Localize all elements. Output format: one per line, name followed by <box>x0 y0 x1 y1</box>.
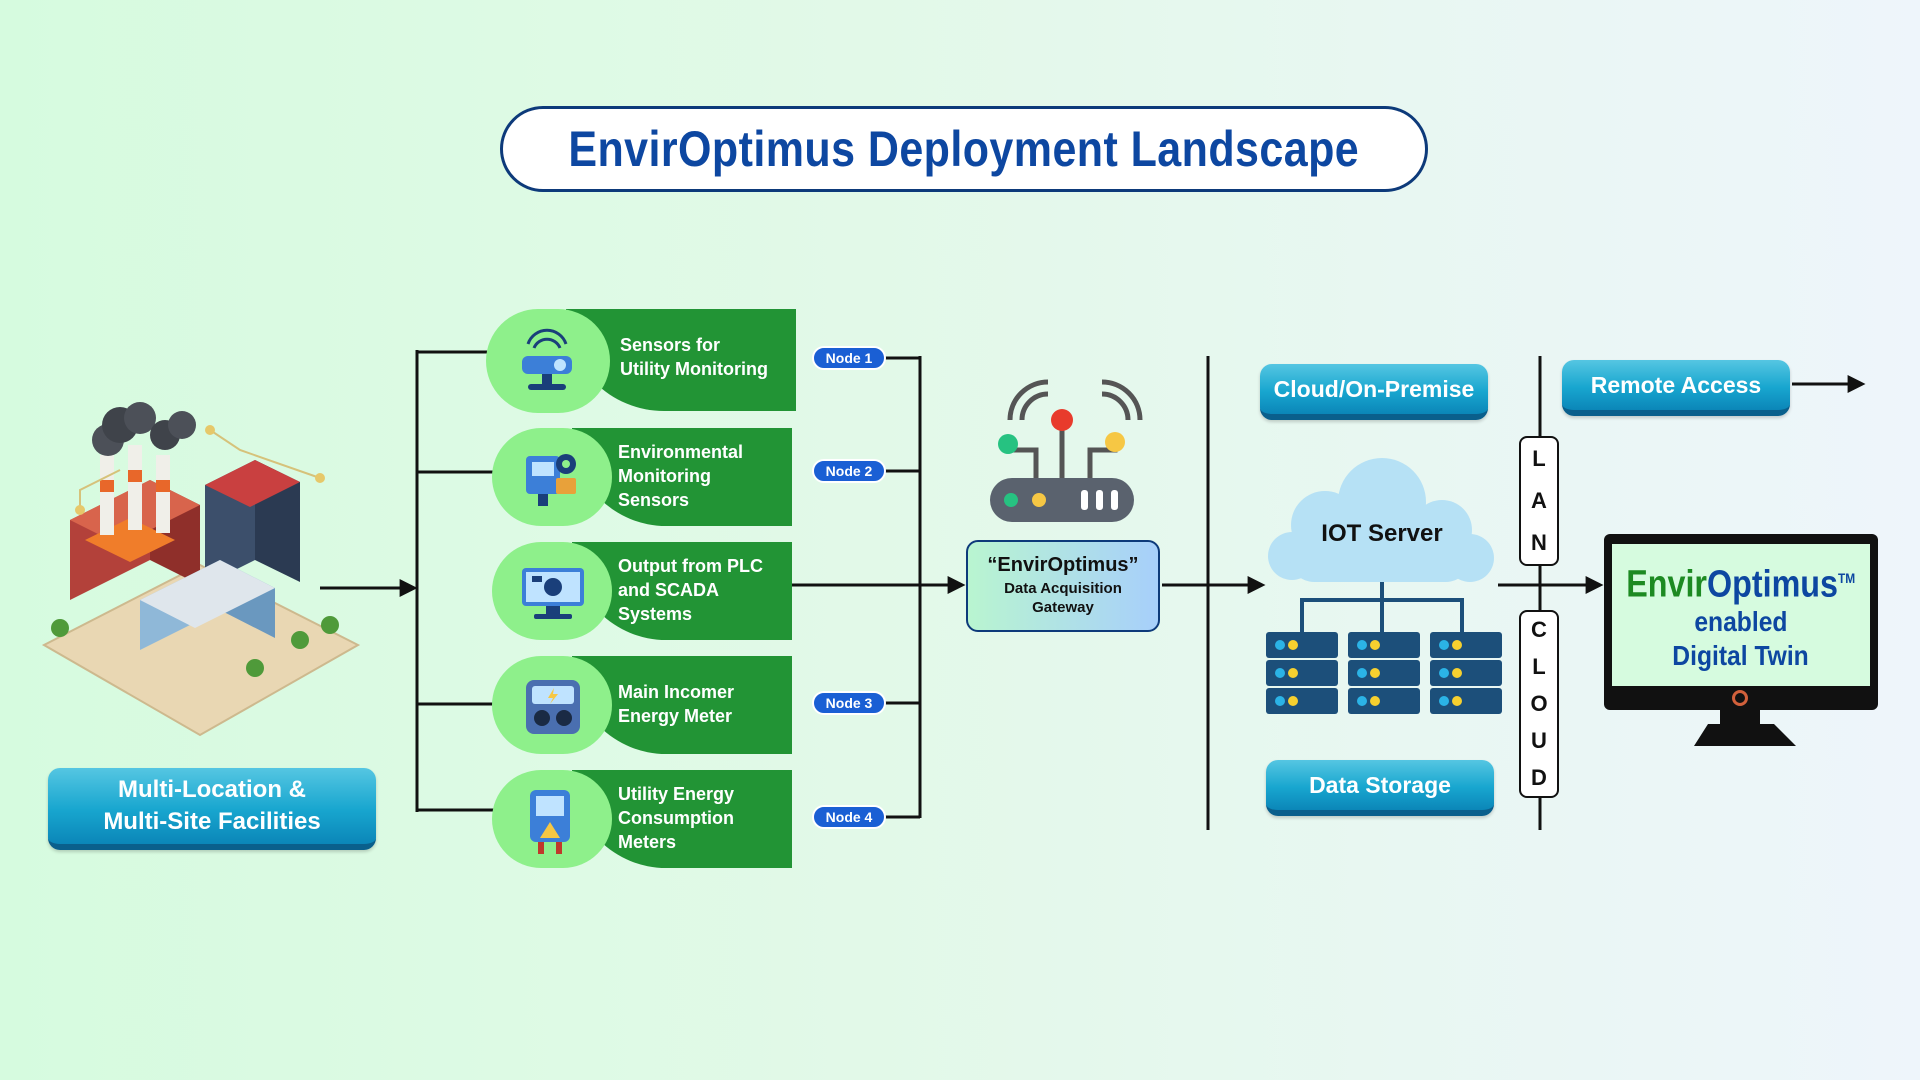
node-badge-4: Node 4 <box>812 805 886 829</box>
utility-meter-icon <box>530 790 570 854</box>
monitor-stand <box>1694 708 1796 746</box>
remote-access-label: Remote Access <box>1562 360 1790 416</box>
digital-twin-monitor: EnvirOptimusTM enabled Digital Twin <box>1604 534 1878 710</box>
digital-twin-line1: enabled <box>1694 606 1788 638</box>
facility-label: Multi-Location & Multi-Site Facilities <box>48 768 376 850</box>
network-letter: L <box>1532 446 1546 471</box>
gateway-box: “EnvirOptimus” Data Acquisition Gateway <box>966 540 1160 632</box>
input-plc-scada: Output from PLC and SCADA Systems <box>492 542 812 642</box>
network-letter: C <box>1531 617 1547 643</box>
input-label: Output from PLC and SCADA Systems <box>618 556 763 624</box>
router-icon <box>990 379 1143 522</box>
network-letter: U <box>1531 727 1547 753</box>
facility-label-line2: Multi-Site Facilities <box>103 808 321 835</box>
plc-scada-icon <box>522 568 584 619</box>
iot-server-label: IOT Server <box>1321 520 1443 547</box>
gateway-line1: Data Acquisition <box>1004 580 1122 597</box>
environment-sensor-icon <box>526 454 576 506</box>
trademark: TM <box>1838 569 1856 586</box>
node-badge-1: Node 1 <box>812 346 886 370</box>
network-letter: A <box>1531 488 1547 513</box>
energy-meter-icon <box>526 680 580 734</box>
digital-twin-line2: Digital Twin <box>1672 640 1810 672</box>
cloud-icon <box>1268 458 1494 582</box>
network-letter: N <box>1531 530 1547 555</box>
monitor-screen: EnvirOptimusTM enabled Digital Twin <box>1612 544 1870 686</box>
input-sensors-utility: Sensors for Utility Monitoring <box>486 309 816 413</box>
data-storage-label: Data Storage <box>1266 760 1494 816</box>
server-rack-icon <box>1266 632 1502 714</box>
title-box: EnvirOptimus Deployment Landscape <box>500 106 1428 192</box>
input-label: Sensors for Utility Monitoring <box>620 335 768 379</box>
network-letter: L <box>1532 654 1546 680</box>
brand-part2: Optimus <box>1707 563 1839 606</box>
sensor-camera-icon <box>522 328 572 390</box>
cloud-on-premise-label: Cloud/On-Premise <box>1260 364 1488 420</box>
server-connectors <box>1300 582 1464 632</box>
network-letter: D <box>1531 764 1547 790</box>
node-badge-2: Node 2 <box>812 459 886 483</box>
monitor-power-icon <box>1732 690 1748 706</box>
page-title: EnvirOptimus Deployment Landscape <box>568 121 1360 177</box>
gateway-name: “EnvirOptimus” <box>987 554 1139 576</box>
network-letter: O <box>1530 690 1548 716</box>
facility-label-line1: Multi-Location & <box>118 776 306 803</box>
input-label: Environmental Monitoring Sensors <box>618 442 744 510</box>
node-badge-3: Node 3 <box>812 691 886 715</box>
input-label: Main Incomer Energy Meter <box>618 682 735 726</box>
factory-illustration-icon <box>41 402 361 737</box>
digital-twin-brand: EnvirOptimusTM <box>1626 557 1856 606</box>
gateway-line2: Gateway <box>1032 599 1094 616</box>
brand-part1: Envir <box>1626 563 1708 606</box>
input-label: Utility Energy Consumption Meters <box>618 784 735 852</box>
